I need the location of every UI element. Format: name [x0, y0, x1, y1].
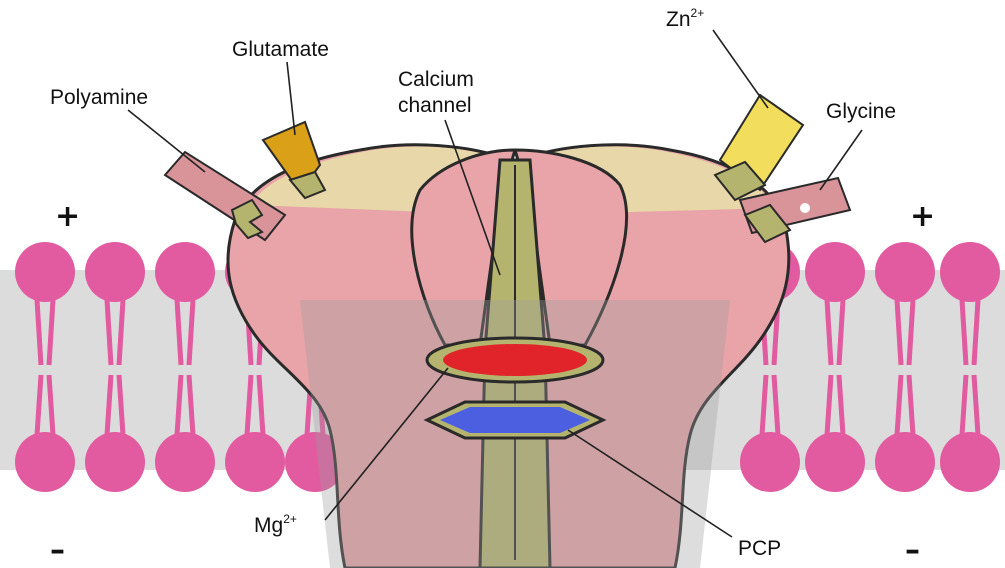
- charge-right-bottom: –: [905, 533, 920, 568]
- label-glutamate: Glutamate: [232, 38, 329, 61]
- label-zinc: Zn2+: [666, 6, 704, 31]
- label-polyamine: Polyamine: [50, 86, 148, 109]
- lipid-head-bottom: [85, 432, 145, 492]
- mg-ion: [443, 344, 587, 376]
- lipid-head-bottom: [155, 432, 215, 492]
- lipid-head-bottom: [740, 432, 800, 492]
- lipid-head-top: [940, 242, 1000, 302]
- label-pcp: PCP: [738, 537, 781, 560]
- lipid-head-bottom: [940, 432, 1000, 492]
- lipid-head-bottom: [225, 432, 285, 492]
- label-calcium-line2: channel: [398, 94, 472, 117]
- zinc-ligand: [715, 95, 803, 200]
- lipid-head-bottom: [805, 432, 865, 492]
- label-mg: Mg2+: [254, 512, 297, 537]
- lipid-head-bottom: [15, 432, 75, 492]
- pcp-site: [440, 407, 590, 433]
- label-glycine: Glycine: [826, 100, 896, 123]
- lipid-head-top: [875, 242, 935, 302]
- charge-left-top: +: [55, 199, 80, 234]
- charge-left-bottom: –: [50, 533, 65, 568]
- lipid-head-bottom: [875, 432, 935, 492]
- nmda-receptor: [228, 145, 789, 568]
- lipid-head-top: [805, 242, 865, 302]
- charge-right-top: +: [910, 199, 935, 234]
- label-calcium-line1: Calcium: [398, 68, 474, 91]
- lipid-head-top: [15, 242, 75, 302]
- lipid-head-top: [155, 242, 215, 302]
- lipid-head-top: [85, 242, 145, 302]
